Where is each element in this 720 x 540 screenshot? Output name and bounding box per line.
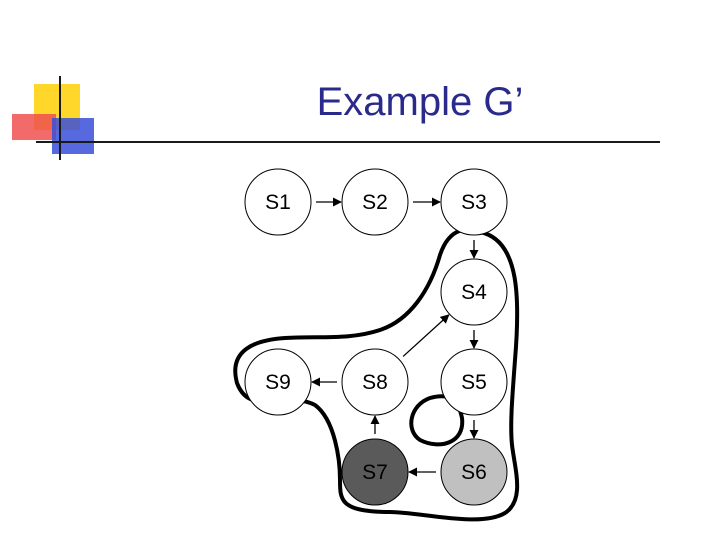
node-s6: S6 [440, 438, 508, 506]
node-circle [244, 168, 312, 236]
node-s7: S7 [341, 438, 409, 506]
node-label: S6 [461, 461, 487, 484]
node-s3: S3 [440, 168, 508, 236]
node-label: S4 [461, 281, 487, 304]
page-title: Example G’ [316, 80, 524, 124]
node-label: S7 [362, 461, 388, 484]
edges [311, 197, 479, 477]
node-s9: S9 [244, 348, 312, 416]
node-circle [440, 348, 508, 416]
slide-decoration [12, 76, 94, 160]
deco-red-square [12, 114, 56, 140]
node-circle [440, 258, 508, 326]
node-circle [244, 348, 312, 416]
node-label: S1 [265, 191, 291, 214]
node-s4: S4 [440, 258, 508, 326]
node-s2: S2 [341, 168, 409, 236]
node-s5: S5 [440, 348, 508, 416]
node-label: S9 [265, 371, 291, 394]
node-circle [341, 168, 409, 236]
title-underline [36, 141, 660, 143]
node-circle [440, 438, 508, 506]
node-label: S2 [362, 191, 388, 214]
node-circle [440, 168, 508, 236]
node-circle [341, 438, 409, 506]
node-s8: S8 [341, 348, 409, 416]
node-label: S8 [362, 371, 388, 394]
edge-s8-s4 [402, 314, 450, 357]
node-circle [341, 348, 409, 416]
node-label: S3 [461, 191, 487, 214]
node-label: S5 [461, 371, 487, 394]
node-s1: S1 [244, 168, 312, 236]
